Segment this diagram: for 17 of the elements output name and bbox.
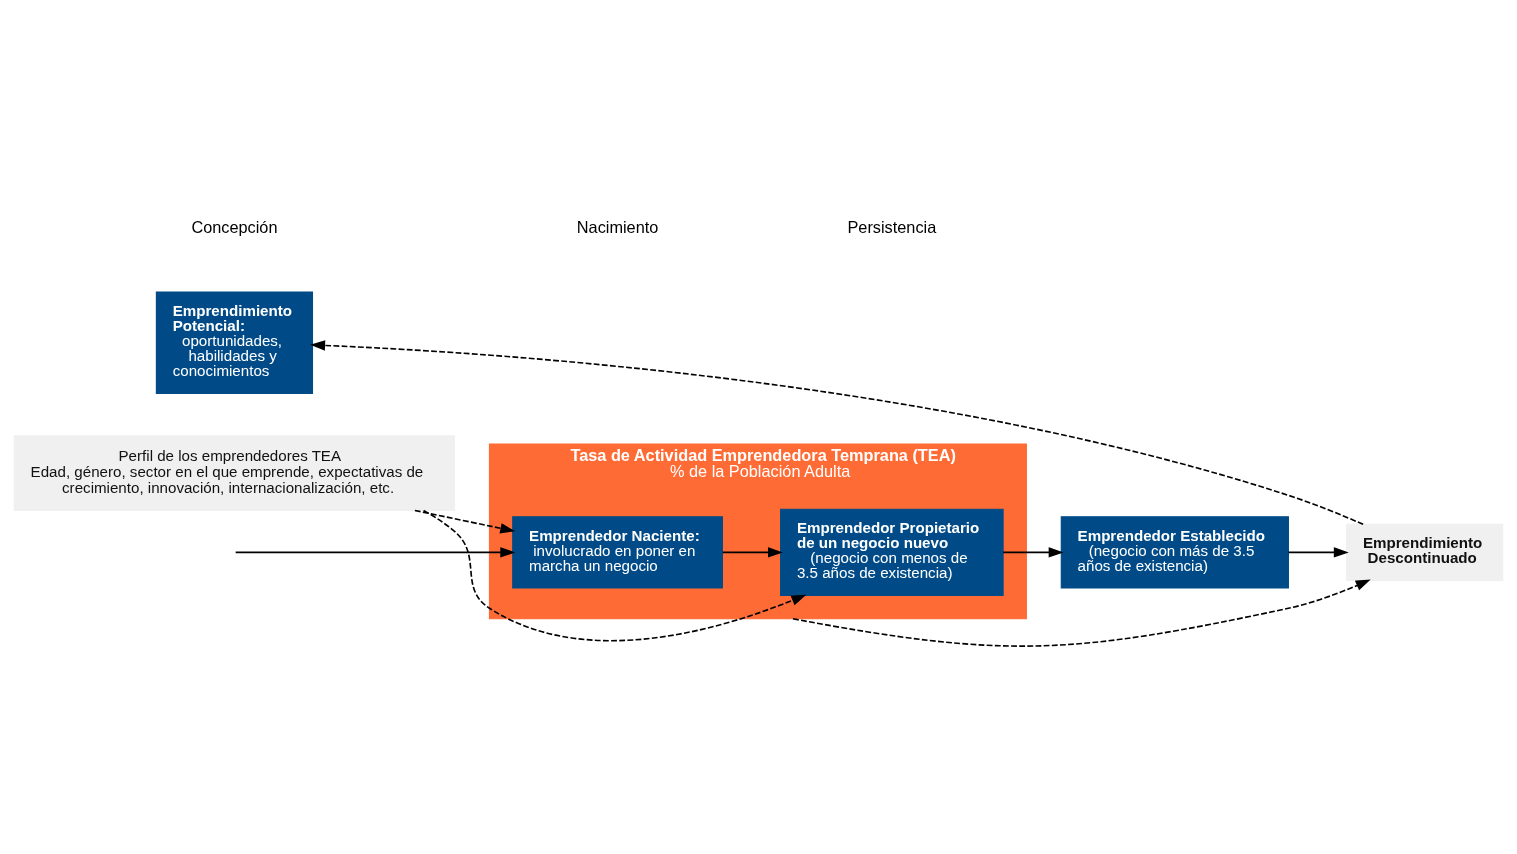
node-box: Emprendedor Propietario de un negocio nuevo (negocio con menos de 3.5 años de existencia): [780, 508, 1004, 597]
node-box: Emprendedor Establecido (negocio con más de 3.5 años de existencia): [1060, 516, 1289, 589]
arrow: [414, 509, 516, 534]
node-box: Perfil de los emprendedores TEA Edad, género, sector en el que emprende, expectativas de crecimiento, innovación, internacionalización, etc.: [13, 435, 456, 512]
label: Persistencia: [847, 217, 937, 236]
arrow: [792, 579, 1371, 647]
label: Nacimiento: [576, 217, 659, 236]
arrow: [721, 547, 783, 558]
label: Concepción: [191, 217, 278, 236]
arrow: [1002, 547, 1064, 558]
node-box: Emprendimiento Descontinuado: [1346, 523, 1504, 581]
arrow: [422, 509, 807, 642]
node-box: Emprendedor Naciente: involucrado en poner en marcha un negocio: [512, 516, 723, 589]
arrow: [234, 547, 516, 558]
arrow: [310, 340, 1364, 526]
node-box: Emprendimiento Potencial: oportunidades, habilidades y conocimientos: [155, 291, 314, 394]
arrow: [1287, 547, 1349, 558]
